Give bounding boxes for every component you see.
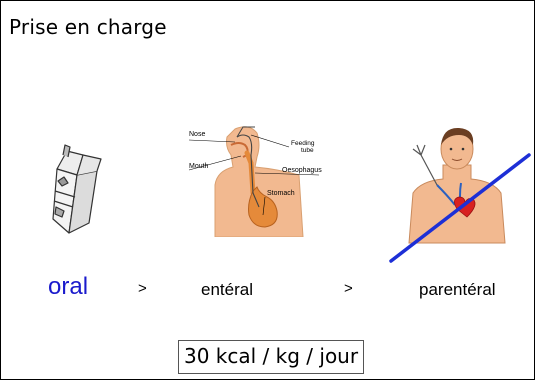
label-tube: tube	[301, 147, 314, 154]
route-oral-label: oral	[48, 273, 88, 301]
route-separator-2: >	[344, 280, 353, 297]
route-enteral-label: entéral	[201, 280, 253, 300]
route-parenteral-label: parentéral	[419, 280, 496, 300]
label-stomach: Stomach	[267, 190, 295, 197]
calorie-formula-box: 30 kcal / kg / jour	[178, 340, 364, 374]
label-mouth: Mouth	[189, 163, 209, 170]
drink-carton-icon	[39, 141, 111, 241]
label-feeding: Feeding	[291, 140, 315, 147]
feeding-tube-anatomy-icon: Nose Mouth Feeding tube Oesophagus Stoma…	[187, 123, 323, 237]
label-nose: Nose	[189, 131, 205, 138]
strike-line-icon	[381, 151, 536, 267]
route-separator-1: >	[138, 280, 147, 297]
slide-title: Prise en charge	[9, 15, 167, 39]
label-oesophagus: Oesophagus	[282, 167, 322, 174]
